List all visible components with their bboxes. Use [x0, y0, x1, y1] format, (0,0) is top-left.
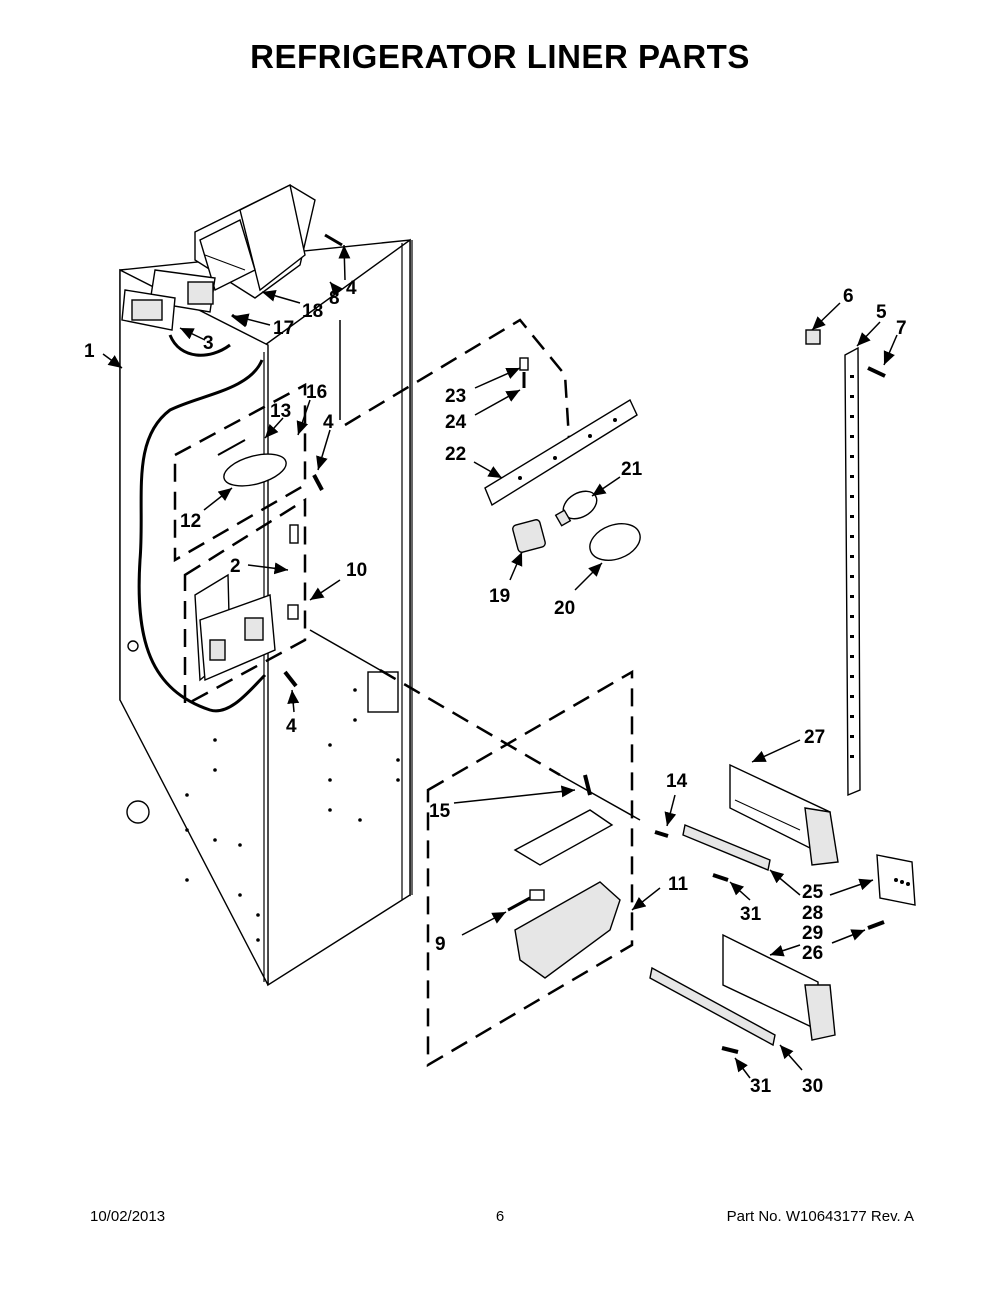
screw-23-24 — [519, 357, 529, 388]
footer-part-number: Part No. W10643177 Rev. A — [726, 1208, 914, 1225]
control-panel — [217, 439, 287, 487]
probe-9 — [507, 889, 545, 912]
page-title: REFRIGERATOR LINER PARTS — [250, 38, 750, 75]
screw-15 — [583, 774, 592, 796]
switch-part-2 — [287, 524, 299, 620]
callout-27: 27 — [804, 727, 825, 748]
footer-date: 10/02/2013 — [90, 1208, 166, 1225]
callout-labels: 1 3 17 18 8 4 13 16 4 12 2 10 4 6 5 7 23… — [84, 278, 907, 1097]
light-bracket — [484, 398, 638, 507]
air-diffuser-housing — [194, 183, 316, 299]
callout-15: 15 — [429, 801, 451, 822]
callout-4-mid: 4 — [323, 412, 334, 433]
callout-8: 8 — [329, 288, 340, 309]
screw-14 — [654, 830, 669, 838]
bin-part-11 — [514, 881, 621, 979]
callout-29: 29 — [802, 923, 823, 944]
callout-16: 16 — [306, 382, 327, 403]
screw-31-b — [721, 1046, 739, 1054]
screw-4-b — [283, 670, 298, 688]
callout-31-upper: 31 — [740, 904, 762, 925]
shelf-rail — [844, 346, 861, 797]
callout-22: 22 — [445, 444, 466, 465]
callout-21: 21 — [621, 459, 643, 480]
cover-part-15 — [513, 809, 614, 866]
callout-25: 25 — [802, 882, 824, 903]
rail-clip — [805, 329, 821, 345]
callout-28: 28 — [802, 903, 823, 924]
light-bulb — [554, 490, 598, 527]
callout-2: 2 — [230, 556, 241, 577]
callout-5: 5 — [876, 302, 887, 323]
callout-4-low: 4 — [286, 716, 297, 737]
callout-14: 14 — [666, 771, 688, 792]
callout-4-top: 4 — [346, 278, 357, 299]
light-socket — [512, 519, 546, 553]
callout-23: 23 — [445, 386, 466, 407]
screw-7 — [867, 366, 886, 378]
cold-storage-group-box — [426, 669, 634, 1068]
dispenser-group-box — [183, 497, 307, 708]
callout-18: 18 — [302, 301, 323, 322]
callout-1: 1 — [84, 341, 95, 362]
damper-housing — [121, 289, 176, 331]
drawer-cover-25 — [876, 854, 916, 906]
screw-8 — [324, 233, 343, 247]
callout-17: 17 — [273, 318, 294, 339]
leader-lines — [102, 244, 898, 1079]
callout-9: 9 — [435, 934, 446, 955]
lower-drawer-frame — [722, 933, 836, 1041]
screw-26 — [867, 920, 885, 930]
lower-slide-rail — [649, 966, 776, 1047]
liner-screw-holes — [185, 688, 400, 942]
callout-13: 13 — [270, 401, 291, 422]
dispenser-control-housing — [194, 573, 276, 682]
callout-3: 3 — [203, 333, 214, 354]
callout-31-lower: 31 — [750, 1076, 772, 1097]
wire-harness — [137, 359, 267, 713]
callout-11: 11 — [668, 874, 689, 895]
callout-24: 24 — [445, 412, 467, 433]
callout-10: 10 — [346, 560, 367, 581]
callout-6: 6 — [843, 286, 854, 307]
callout-20: 20 — [554, 598, 575, 619]
control-group-box — [173, 382, 307, 563]
footer-page-number: 6 — [495, 1208, 505, 1225]
callout-30: 30 — [802, 1076, 823, 1097]
light-shield — [589, 523, 641, 561]
screw-31-a — [712, 873, 729, 882]
callout-12: 12 — [180, 511, 201, 532]
screw-4-a — [312, 474, 324, 491]
upper-slide-rail — [682, 824, 771, 871]
callout-19: 19 — [489, 586, 510, 607]
upper-drawer-frame — [729, 763, 839, 866]
callout-7: 7 — [896, 318, 907, 339]
callout-26: 26 — [802, 943, 823, 964]
